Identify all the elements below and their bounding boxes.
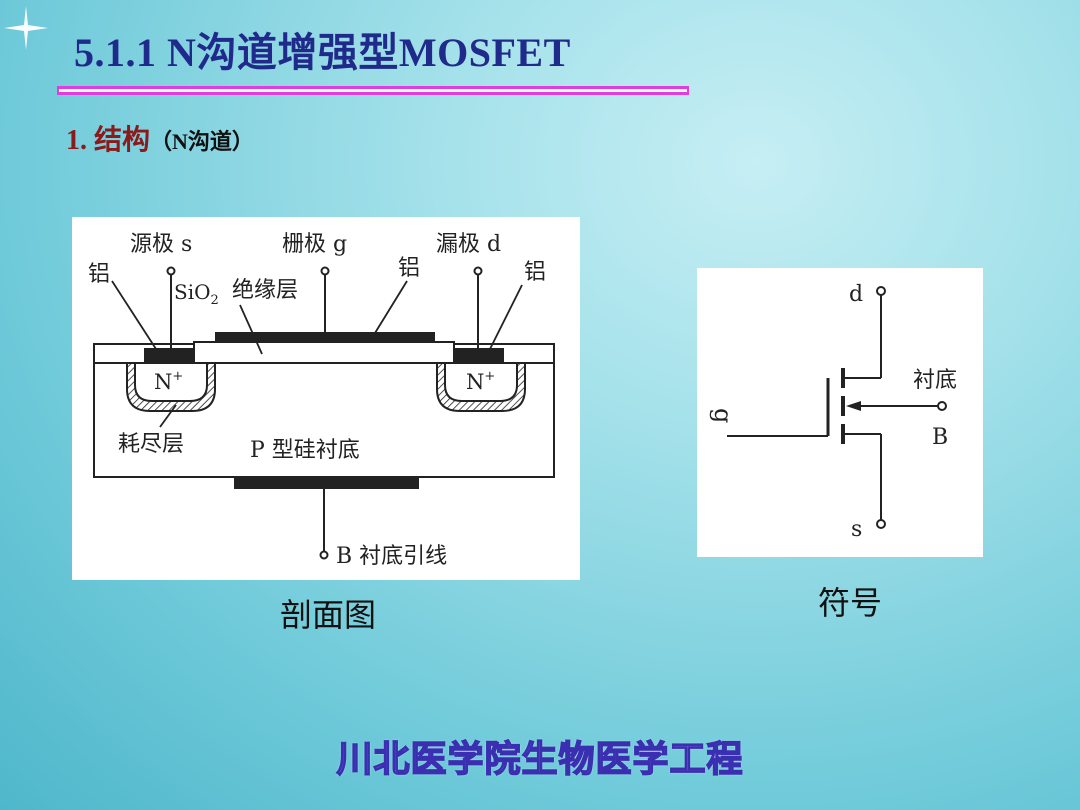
sio2-label: SiO2 (174, 280, 219, 308)
symbol-d-label: d (849, 282, 863, 307)
substrate-arrow-icon (846, 401, 861, 411)
sparkle-star-icon (4, 6, 48, 50)
source-terminal (166, 266, 176, 276)
symbol-substrate-label: 衬底 (913, 368, 957, 393)
al-right-pointer (489, 284, 523, 350)
gate-aluminum-plate (215, 332, 435, 342)
al-left-pointer (111, 280, 157, 350)
substrate-aluminum-plate (234, 477, 419, 489)
section-title: 1. 结构 (66, 125, 151, 156)
gate-label: 栅极 g (282, 232, 347, 257)
section-subtitle: （N沟道） (150, 129, 254, 154)
substrate-terminal (319, 550, 329, 560)
substrate-label: P 型硅衬底 (250, 438, 360, 463)
n-well-right (444, 362, 518, 402)
title-underline (57, 86, 689, 95)
n-plus-left-label: N+ (154, 369, 183, 394)
symbol-panel: d s 衬底 B g (697, 268, 983, 557)
source-terminal-dot (876, 519, 886, 529)
symbol-g-label: g (709, 408, 737, 423)
al-left-label: 铝 (88, 262, 110, 287)
symbol-caption: 符号 (818, 584, 883, 622)
al-mid-pointer (374, 280, 408, 334)
source-aluminum-contact (144, 348, 194, 363)
drain-label: 漏极 d (436, 232, 501, 257)
institution-footer: 川北医学院生物医学工程 (336, 738, 744, 781)
insulator-pointer (239, 304, 263, 355)
b-lead-label: B 衬底引线 (336, 544, 447, 569)
drain-aluminum-contact (454, 348, 504, 363)
drain-terminal-dot (876, 286, 886, 296)
drain-terminal (473, 266, 483, 276)
insulator-label: 绝缘层 (232, 278, 298, 303)
symbol-s-label: s (851, 517, 862, 542)
al-right-label: 铝 (524, 260, 546, 285)
n-plus-right-label: N+ (466, 369, 495, 394)
cross-section-caption: 剖面图 (280, 596, 377, 634)
substrate-terminal-dot (937, 401, 947, 411)
depletion-label: 耗尽层 (118, 432, 184, 457)
cross-section-diagram: 源极 s 栅极 g 漏极 d 铝 铝 铝 SiO2 绝缘层 N+ N+ 耗尽层 … (88, 232, 555, 569)
depletion-pointer (159, 404, 177, 428)
mosfet-symbol: d s 衬底 B g (709, 282, 957, 542)
n-well-left (134, 362, 208, 402)
slide-title: 5.1.1 N沟道增强型MOSFET (74, 30, 571, 75)
al-mid-label: 铝 (398, 256, 420, 281)
section-heading: 1. 结构（N沟道） (66, 118, 254, 158)
gate-terminal (320, 266, 330, 276)
cross-section-panel: 源极 s 栅极 g 漏极 d 铝 铝 铝 SiO2 绝缘层 N+ N+ 耗尽层 … (72, 217, 580, 580)
sio2-layer (193, 341, 455, 364)
symbol-b-label: B (932, 425, 948, 450)
source-label: 源极 s (130, 232, 192, 257)
